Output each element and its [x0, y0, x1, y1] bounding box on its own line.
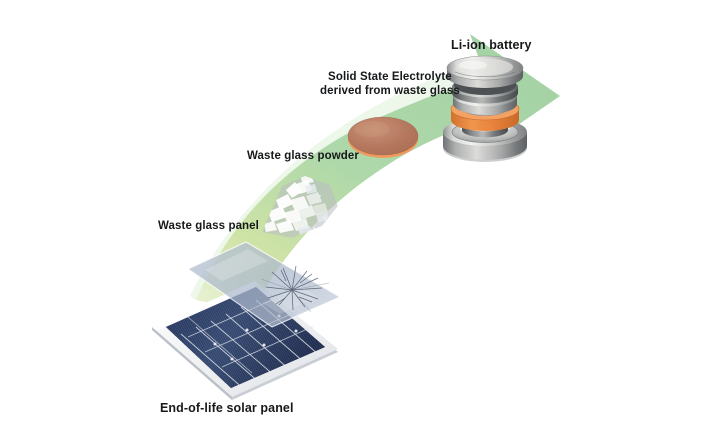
waste-glass-panel-graphic	[186, 241, 342, 328]
label-electrolyte-line-2: derived from waste glass	[320, 85, 460, 98]
solid-state-electrolyte-disc	[347, 116, 419, 158]
label-waste-glass-panel: Waste glass panel	[158, 220, 259, 232]
label-electrolyte-line-1: Solid State Electrolyte	[328, 71, 452, 83]
waste-glass-powder-graphic	[262, 176, 338, 238]
li-ion-battery-graphic	[443, 55, 527, 162]
label-waste-glass-powder: Waste glass powder	[247, 150, 359, 162]
label-end-of-life-solar-panel: End-of-life solar panel	[160, 401, 294, 415]
battery-top-cap	[446, 55, 524, 88]
label-solid-state-electrolyte: Solid State Electrolyte derived from was…	[320, 70, 460, 99]
end-of-life-solar-panel-graphic	[152, 281, 338, 400]
label-li-ion-battery: Li-ion battery	[451, 38, 532, 52]
